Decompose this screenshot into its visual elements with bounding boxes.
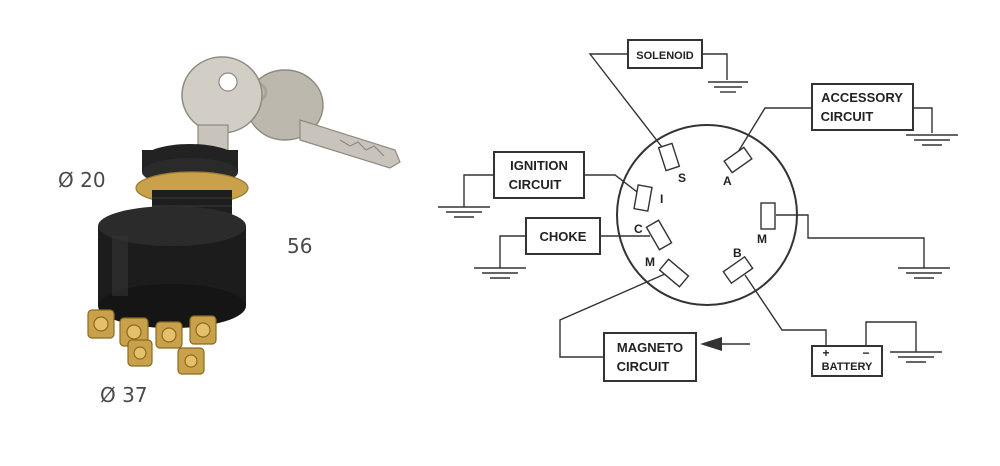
pin-label-m-left: M: [645, 255, 655, 269]
terminal-c: [645, 219, 673, 251]
wires: [463, 53, 933, 358]
solenoid-label: SOLENOID: [636, 50, 694, 62]
ignition-circuit-box: [493, 151, 585, 199]
battery-plus: +: [822, 346, 829, 360]
accessory-label-1: ACCESSORY: [821, 90, 903, 105]
switch-terminals: [633, 142, 776, 288]
battery-minus: −: [862, 346, 869, 360]
terminal-a: [723, 146, 753, 174]
terminal-i: [633, 184, 653, 212]
battery-label: BATTERY: [822, 361, 873, 373]
dimension-diameter-small: Ø 20: [58, 168, 106, 192]
accessory-label-2: CIRCUIT: [821, 109, 874, 124]
battery-box: [811, 345, 883, 377]
dimension-height: 56: [287, 234, 313, 258]
pin-label-c: C: [634, 222, 643, 236]
magneto-circuit-box: [603, 332, 697, 382]
ignition-label-2: CIRCUIT: [509, 177, 562, 192]
solenoid-box: [627, 39, 703, 69]
ground-symbols: [438, 81, 958, 363]
pin-label-a: A: [723, 174, 732, 188]
magneto-label-2: CIRCUIT: [617, 359, 670, 374]
magneto-label-1: MAGNETO: [617, 340, 683, 355]
brass-terminals: [87, 309, 217, 375]
accessory-circuit-box: [811, 83, 914, 131]
pin-label-b: B: [733, 246, 742, 260]
choke-label: CHOKE: [540, 229, 587, 244]
choke-box: [525, 217, 601, 255]
terminal-b: [722, 255, 754, 285]
terminal-m-left: [658, 258, 690, 288]
terminal-m-right: [760, 202, 776, 230]
pin-label-s: S: [678, 171, 686, 185]
pin-label-m-right: M: [757, 232, 767, 246]
ignition-switch-photo: [87, 56, 401, 375]
dimension-diameter-large: Ø 37: [100, 383, 148, 407]
terminal-s: [657, 142, 681, 172]
key-front-icon: [181, 56, 263, 156]
pin-label-i: I: [660, 192, 663, 206]
ignition-label-1: IGNITION: [510, 158, 568, 173]
